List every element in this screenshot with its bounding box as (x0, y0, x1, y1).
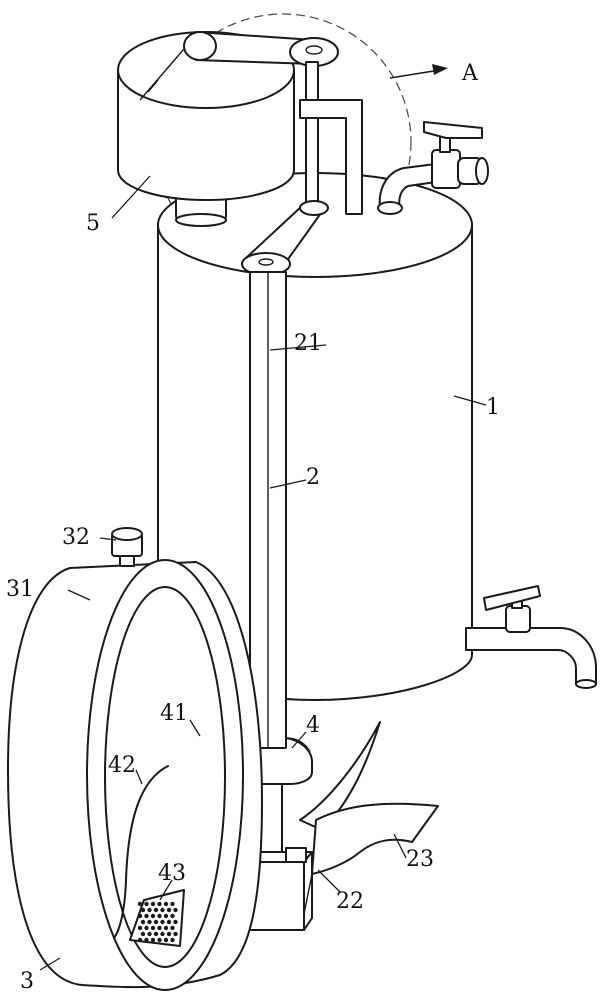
mesh-hole (150, 937, 156, 943)
mesh-hole (166, 931, 172, 937)
label-motor-box: 5 (86, 211, 100, 236)
mesh-hole (157, 913, 162, 919)
view-arrow-a (389, 64, 448, 79)
label-tank: 1 (486, 395, 500, 420)
mesh-hole (160, 907, 165, 913)
label-rod-upper: 21 (294, 331, 322, 356)
mesh-hole (137, 901, 143, 907)
mesh-hole (137, 913, 143, 919)
mesh-hole (140, 919, 146, 925)
blade (299, 721, 439, 915)
mesh-hole (173, 931, 178, 937)
mesh-hole (157, 925, 162, 931)
mesh-hole (173, 907, 178, 913)
cable (113, 765, 169, 939)
mesh-hole (157, 937, 162, 943)
label-wheel-rim: 31 (6, 577, 34, 602)
label-rod: 2 (306, 465, 320, 490)
label-view-a: A (461, 61, 479, 86)
leader-lines (39, 175, 487, 971)
mesh-hole (140, 907, 146, 913)
mesh-hole (150, 925, 156, 931)
label-wheel: 3 (20, 969, 34, 994)
mesh-hole (170, 901, 175, 907)
label-bracket: 4 (306, 713, 320, 738)
mesh-hole (147, 919, 152, 925)
mesh-hole (170, 913, 175, 919)
label-blade: 23 (406, 847, 434, 872)
mesh-hole (170, 937, 175, 943)
part-labels: A 5 21 1 2 32 31 41 4 42 43 23 22 3 (6, 61, 500, 994)
mesh-hole (137, 925, 143, 931)
mesh-hole (170, 925, 175, 931)
mesh-hole (163, 913, 169, 919)
wheel-bolt (111, 527, 143, 567)
mesh-hole (153, 931, 159, 937)
mesh-hole (153, 907, 159, 913)
mesh-hole (166, 907, 172, 913)
mesh-hole (166, 919, 172, 925)
label-mesh: 43 (158, 861, 186, 886)
mesh-holes (137, 901, 178, 943)
label-wheel-bolt: 32 (62, 525, 90, 550)
mesh-hole (147, 907, 152, 913)
mesh-hole (163, 937, 169, 943)
mesh-hole (150, 901, 156, 907)
mesh-hole (140, 931, 146, 937)
label-bracket-plate: 41 (160, 701, 188, 726)
mesh-hole (160, 919, 165, 925)
mesh-hole (160, 931, 165, 937)
mesh-hole (144, 901, 149, 907)
mesh-hole (157, 901, 162, 907)
mesh-hole (173, 919, 178, 925)
mesh-hole (137, 937, 143, 943)
mesh-hole (150, 913, 156, 919)
label-rod-joint: 22 (336, 889, 364, 914)
mesh-hole (163, 925, 169, 931)
mesh-hole (144, 937, 149, 943)
mesh-hole (144, 913, 149, 919)
side-faucet (465, 585, 597, 689)
label-cable: 42 (108, 753, 136, 778)
mesh-hole (144, 925, 149, 931)
mesh-hole (163, 901, 169, 907)
lower-belt (241, 200, 329, 276)
top-faucet (377, 121, 489, 215)
mesh-hole (153, 919, 159, 925)
upper-belt (183, 31, 339, 67)
mesh-hole (147, 931, 152, 937)
